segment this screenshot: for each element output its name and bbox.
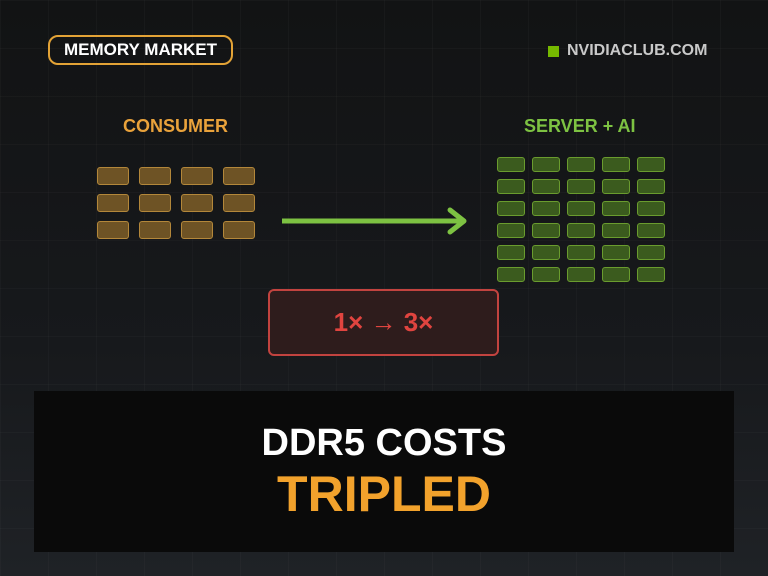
consumer-memory-chip xyxy=(181,194,213,212)
consumer-memory-chip xyxy=(223,221,255,239)
server-memory-chip xyxy=(497,267,525,282)
consumer-memory-chip xyxy=(181,221,213,239)
server-memory-chip xyxy=(602,223,630,238)
cost-ratio-box: 1× → 3× xyxy=(268,289,499,356)
server-memory-chip xyxy=(532,157,560,172)
consumer-chip-grid xyxy=(97,167,255,239)
consumer-memory-chip xyxy=(139,167,171,185)
square-icon xyxy=(548,45,559,57)
headline-banner: DDR5 COSTS TRIPLED xyxy=(34,391,734,552)
consumer-memory-chip xyxy=(181,167,213,185)
server-memory-chip xyxy=(497,179,525,194)
memory-market-tag: MEMORY MARKET xyxy=(48,35,233,65)
consumer-memory-chip xyxy=(223,194,255,212)
server-memory-chip xyxy=(497,201,525,216)
consumer-memory-chip xyxy=(97,194,129,212)
brand-label: NVIDIACLUB.COM xyxy=(567,42,708,59)
server-memory-chip xyxy=(497,245,525,260)
subheadline: TRIPLED xyxy=(277,465,491,522)
consumer-memory-chip xyxy=(97,167,129,185)
consumer-memory-chip xyxy=(139,221,171,239)
server-chip-grid xyxy=(497,157,665,282)
server-memory-chip xyxy=(637,223,665,238)
right-arrow-icon xyxy=(282,207,467,235)
server-memory-chip xyxy=(567,157,595,172)
server-memory-chip xyxy=(637,267,665,282)
server-memory-chip xyxy=(532,201,560,216)
server-memory-chip xyxy=(532,223,560,238)
server-memory-chip xyxy=(602,201,630,216)
server-memory-chip xyxy=(532,179,560,194)
server-memory-chip xyxy=(497,223,525,238)
server-memory-chip xyxy=(567,223,595,238)
server-memory-chip xyxy=(567,245,595,260)
server-memory-chip xyxy=(637,157,665,172)
consumer-memory-chip xyxy=(97,221,129,239)
cost-ratio-text: 1× → 3× xyxy=(333,307,434,337)
consumer-memory-chip xyxy=(223,167,255,185)
consumer-label: CONSUMER xyxy=(123,116,229,136)
server-memory-chip xyxy=(602,245,630,260)
server-label: SERVER + AI xyxy=(524,116,636,136)
server-memory-chip xyxy=(602,157,630,172)
server-memory-chip xyxy=(602,267,630,282)
server-memory-chip xyxy=(637,179,665,194)
server-memory-chip xyxy=(567,267,595,282)
server-memory-chip xyxy=(567,179,595,194)
server-memory-chip xyxy=(567,201,595,216)
server-memory-chip xyxy=(637,245,665,260)
brand: NVIDIACLUB.COM xyxy=(548,42,707,60)
server-memory-chip xyxy=(532,245,560,260)
consumer-memory-chip xyxy=(139,194,171,212)
headline: DDR5 COSTS xyxy=(261,421,507,464)
server-memory-chip xyxy=(532,267,560,282)
server-memory-chip xyxy=(497,157,525,172)
server-memory-chip xyxy=(602,179,630,194)
server-memory-chip xyxy=(637,201,665,216)
